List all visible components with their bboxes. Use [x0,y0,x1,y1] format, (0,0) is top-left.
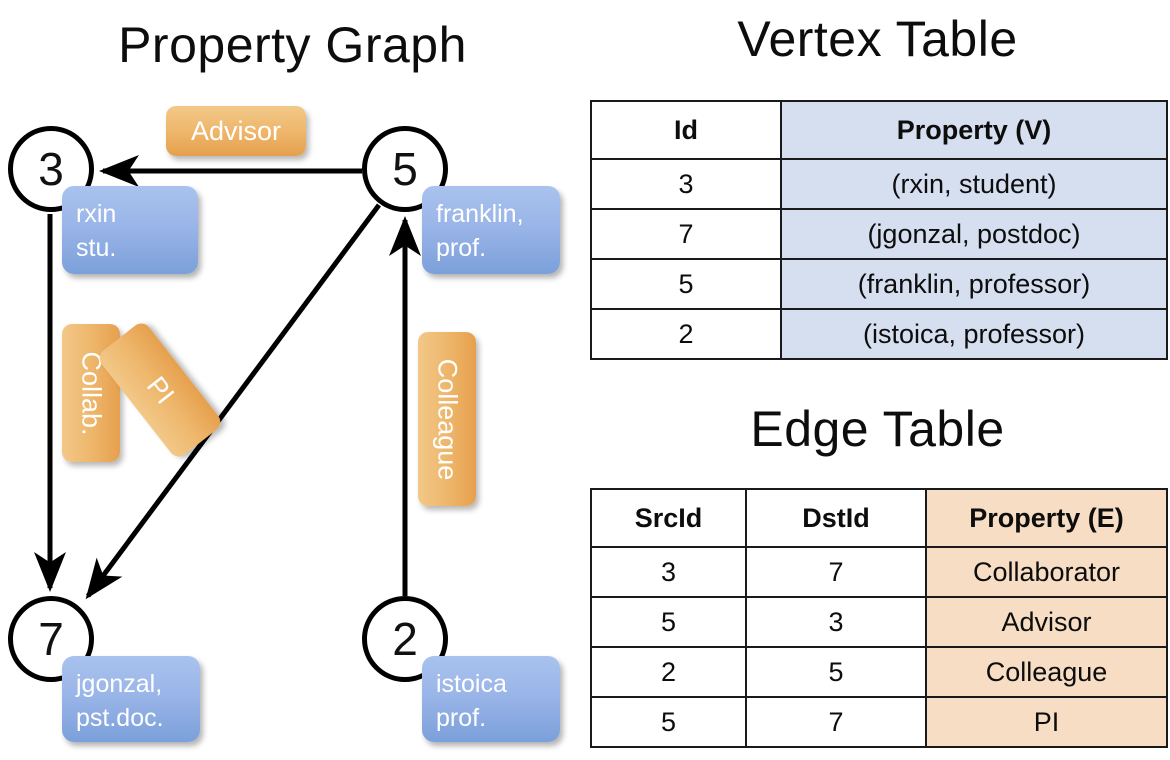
vertex-property-cell: (franklin, professor) [780,258,1168,310]
vertex-id-cell: 7 [590,208,782,260]
edge-table-header-srcid: SrcId [590,488,747,548]
vertex-id-cell: 3 [590,158,782,210]
section-title-edge-table: Edge Table [750,401,1005,457]
edge-label-text: PI [140,370,181,409]
node-property-line: jgonzal, [76,670,163,698]
vertex-property-cell: (istoica, professor) [780,308,1168,360]
edge-dst-cell: 7 [745,546,927,598]
node-property-box-5: franklin, prof. [422,186,560,274]
edge-table-header-dstid: DstId [745,488,927,548]
table-header-row: Id Property (V) [590,100,1168,160]
table-row[interactable]: 2 (istoica, professor) [590,308,1168,360]
edge-dst-cell: 7 [745,696,927,748]
edge-label-colleague: Colleague [418,332,476,506]
node-property-line: rxin [76,200,117,228]
edge-src-cell: 5 [590,696,747,748]
edge-table: SrcId DstId Property (E) 3 7 Collaborato… [590,488,1168,748]
page-title-property-graph: Property Graph [118,17,467,73]
edge-property-cell: Advisor [925,596,1168,648]
vertex-property-cell: (jgonzal, postdoc) [780,208,1168,260]
node-property-box-3: rxin stu. [62,186,198,274]
section-title-vertex-table: Vertex Table [737,11,1018,67]
graph-node-5[interactable]: 5 [362,126,448,212]
node-property-line: prof. [436,233,487,262]
table-row[interactable]: 7 (jgonzal, postdoc) [590,208,1168,260]
vertex-table-header-property: Property (V) [780,100,1168,160]
node-property-line: istoica [436,670,507,698]
node-property-line: franklin, [436,200,524,228]
table-row[interactable]: 5 3 Advisor [590,596,1168,648]
vertex-id-cell: 2 [590,308,782,360]
table-row[interactable]: 5 7 PI [590,696,1168,748]
property-graph-diagram: 3 5 7 2 rxin stu. franklin, prof. jgonza… [8,106,560,742]
node-property-line: prof. [436,703,487,732]
edge-src-cell: 5 [590,596,747,648]
node-property-box-7: jgonzal, pst.doc. [62,656,200,742]
vertex-id-cell: 5 [590,258,782,310]
node-property-box-2: istoica prof. [422,656,560,742]
edge-src-cell: 3 [590,546,747,598]
edge-property-cell: Colleague [925,646,1168,698]
edge-property-cell: PI [925,696,1168,748]
edge-src-cell: 2 [590,646,747,698]
table-row[interactable]: 5 (franklin, professor) [590,258,1168,310]
table-header-row: SrcId DstId Property (E) [590,488,1168,548]
graph-node-2[interactable]: 2 [362,596,448,682]
vertex-property-cell: (rxin, student) [780,158,1168,210]
graph-edge-lines [34,155,421,600]
edge-property-cell: Collaborator [925,546,1168,598]
edge-table-header-property: Property (E) [925,488,1168,548]
edge-dst-cell: 3 [745,596,927,648]
node-property-line: stu. [76,233,117,262]
vertex-table-header-id: Id [590,100,782,160]
edge-label-text: Advisor [190,115,282,146]
vertex-table: Id Property (V) 3 (rxin, student) 7 (jgo… [590,100,1168,360]
table-row[interactable]: 2 5 Colleague [590,646,1168,698]
edge-line-5-to-7 [85,203,382,600]
edge-label-advisor: Advisor [166,106,306,156]
table-row[interactable]: 3 7 Collaborator [590,546,1168,598]
node-property-line: pst.doc. [76,703,164,732]
table-row[interactable]: 3 (rxin, student) [590,158,1168,210]
edge-dst-cell: 5 [745,646,927,698]
edge-label-text: Colleague [432,358,463,480]
